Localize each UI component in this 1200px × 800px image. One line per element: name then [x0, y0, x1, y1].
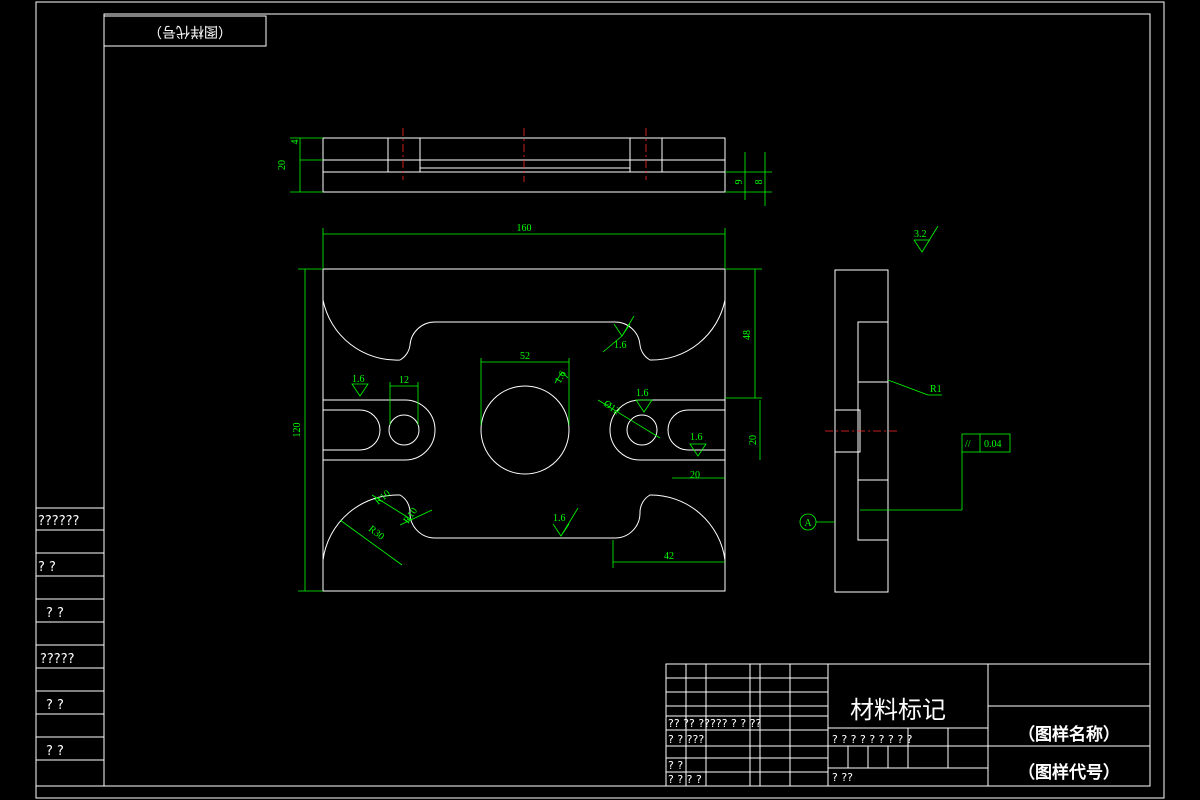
dim-overall-width: 160 — [517, 223, 532, 234]
side-label-2: ? ? — [46, 606, 64, 621]
dim-r-small-a: R10 — [373, 488, 393, 507]
drawing-code: （图样代号） — [1018, 762, 1120, 783]
svg-text:1.6: 1.6 — [636, 388, 649, 399]
tol-symbol: // — [965, 439, 971, 450]
tb-left-row-2: ? ? — [668, 759, 683, 772]
dim-hole-dia: Ø12 — [601, 398, 621, 417]
dim-bore: 52 — [520, 351, 530, 362]
parallelism-tolerance-frame: // 0.04 — [860, 433, 1011, 511]
dim-top-offset: 48 — [742, 330, 753, 340]
dim-thin-c: 8 — [754, 180, 765, 185]
tb-mid-row-0: ? ? ? ? ? ? ? ? ? — [832, 733, 913, 746]
datum-label: A — [804, 518, 812, 529]
side-label-5: ? ? — [46, 744, 64, 759]
roughness-mark-0: 1.6 — [351, 374, 369, 397]
tb-left-row-3: ? ? ? ? — [668, 773, 702, 786]
svg-text:1.6: 1.6 — [553, 513, 566, 524]
roughness-mark-4: 1.6 — [689, 432, 707, 457]
side-view[interactable]: R1 3.2 // 0.04 A — [799, 225, 1011, 593]
svg-text:1.6: 1.6 — [690, 432, 703, 443]
sheet-outer-border — [35, 1, 1165, 799]
section-view[interactable]: 20 4 9 8 — [277, 128, 772, 206]
dim-thickness: 20 — [277, 160, 288, 170]
dim-tol-slot2: 20 — [690, 470, 700, 481]
svg-text:3.2: 3.2 — [914, 229, 927, 240]
tb-mid-row-1: ? ?? — [832, 771, 853, 784]
tb-left-row-1: ? ? ??? — [668, 733, 704, 746]
dim-right-gap: 42 — [664, 551, 674, 562]
roughness-mark-1: 1.6 — [602, 315, 635, 353]
side-label-3: ????? — [40, 652, 75, 667]
title-block: 材料标记 （图样名称） （图样代号） ?? ?? ????? ? ? ?? ? … — [665, 663, 1151, 787]
dim-thin-b: 9 — [734, 180, 745, 185]
tb-left-row-0: ?? ?? ????? ? ? ?? — [668, 717, 762, 730]
dim-r-side: R1 — [930, 384, 942, 395]
dim-r-large: R30 — [366, 524, 386, 543]
tol-value: 0.04 — [984, 439, 1002, 450]
drawing-code-stamp: （图样代号） — [103, 15, 267, 47]
svg-text:1.6: 1.6 — [352, 374, 365, 385]
dim-thin-a: 4 — [290, 140, 301, 145]
svg-text:1.6: 1.6 — [553, 369, 569, 385]
dim-overall-height: 120 — [292, 423, 303, 438]
left-side-block: ?????? ? ? ? ? ????? ? ? ? ? — [35, 507, 105, 787]
svg-text:1.6: 1.6 — [614, 340, 627, 351]
datum-a-marker: A — [799, 513, 835, 531]
stamp-label: （图样代号） — [148, 23, 232, 39]
plan-view[interactable]: 160 120 48 20 52 12 Ø12 42 20 — [292, 223, 762, 592]
side-label-4: ? ? — [46, 698, 64, 713]
roughness-mark-3: 1.6 — [635, 388, 653, 413]
dim-tol-slot: 20 — [748, 435, 759, 445]
material-label: 材料标记 — [850, 696, 946, 724]
drawing-name: （图样名称） — [1018, 724, 1120, 745]
roughness-mark-6: 3.2 — [913, 225, 939, 253]
side-label-0: ?????? — [38, 514, 79, 529]
side-label-1: ? ? — [38, 560, 56, 575]
sheet-inner-border — [103, 13, 1151, 787]
roughness-mark-5: 1.6 — [552, 507, 579, 537]
dim-slot-width: 12 — [399, 375, 409, 386]
roughness-mark-2: 1.6 — [553, 369, 569, 385]
